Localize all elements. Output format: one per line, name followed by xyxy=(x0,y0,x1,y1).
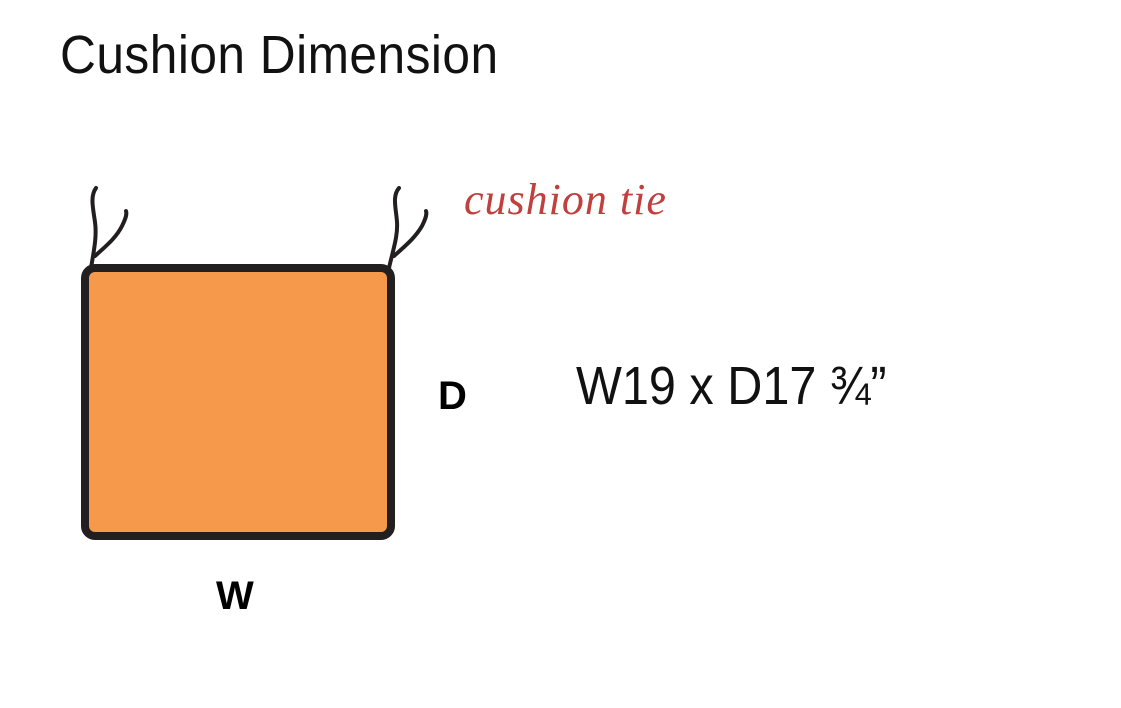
cushion-shape xyxy=(81,264,395,540)
cushion-tie-label: cushion tie xyxy=(464,175,667,224)
width-label: W xyxy=(216,574,254,618)
depth-label: D xyxy=(438,374,467,418)
left-cushion-tie xyxy=(89,186,98,270)
page-title: Cushion Dimension xyxy=(60,25,499,85)
left-cushion-tie-strand xyxy=(93,209,129,258)
dimension-value: W19 x D17 ¾” xyxy=(576,356,887,416)
right-cushion-tie xyxy=(387,186,401,270)
right-cushion-tie-strand xyxy=(392,209,429,258)
